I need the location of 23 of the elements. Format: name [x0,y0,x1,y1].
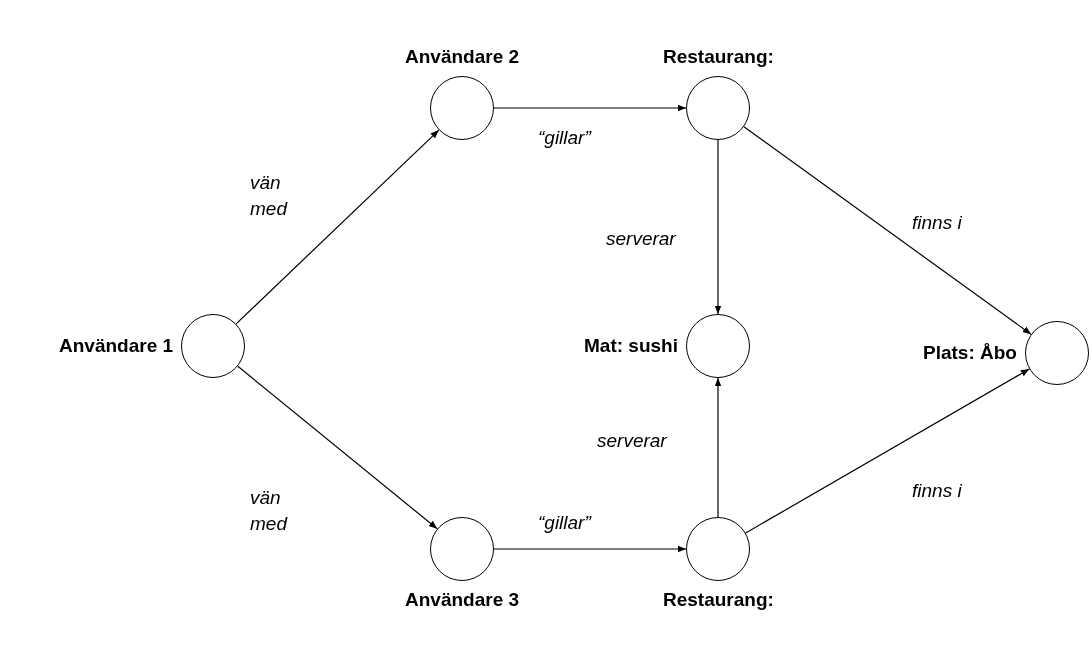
node-label: Mat: sushi [584,335,678,357]
arrow [743,126,1032,335]
node-label: Användare 1 [59,335,174,357]
edge-label: serverar [597,429,668,453]
node-label: Restaurang: [663,46,774,68]
edge-label: finns i [912,479,963,503]
arrow [745,368,1030,534]
arrow [714,377,722,518]
edge-label: serverar [606,227,677,251]
node-label: Användare 3 [405,589,520,611]
node-label: Plats: Åbo [923,342,1017,364]
arrow [493,104,687,112]
edge-label: “gillar” [538,511,593,535]
arrow [237,365,438,530]
edge-label: “gillar” [538,126,593,150]
arrow [235,129,440,325]
edge-label: vän med [250,486,289,536]
arrow [493,545,687,553]
arrow [714,139,722,315]
edge-label: vän med [250,171,289,221]
node-label: Användare 2 [405,46,520,68]
node-label: Restaurang: [663,589,774,611]
edge-label: finns i [912,211,963,235]
